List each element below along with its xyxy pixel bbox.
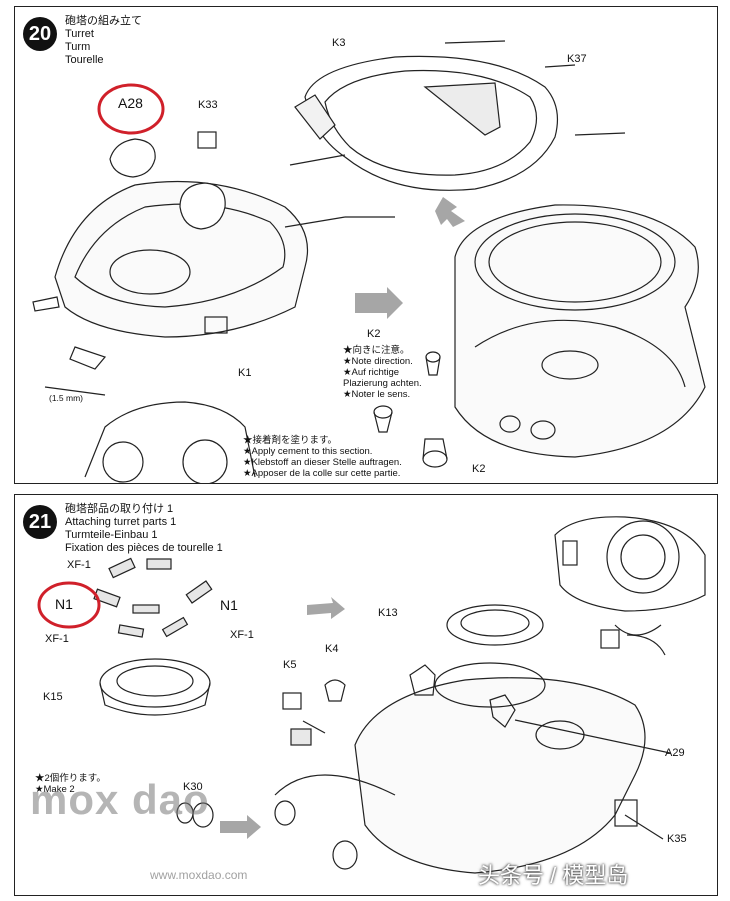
step-title-ja: 砲塔の組み立て: [65, 15, 142, 27]
inset-detail-view: [554, 516, 706, 656]
arrow-down: [435, 197, 465, 227]
paint-label-xf1-top: XF-1: [67, 559, 91, 571]
highlight-circle-a28: [97, 83, 165, 135]
part-label-a29: A29: [665, 747, 685, 759]
arrow-right: [355, 287, 403, 319]
k30-parts: [176, 774, 396, 870]
step-title-en: Attaching turret parts 1: [65, 516, 177, 528]
arrow-right-top: [307, 597, 345, 619]
step-title-en: Turret: [65, 28, 94, 40]
step-20-panel: 20 砲塔の組み立て Turret Turm Tourelle: [14, 6, 718, 484]
note-apply-cement: ★接着剤を塗ります。 ★Apply cement to this section…: [243, 435, 402, 479]
step-21-panel: 21 砲塔部品の取り付け 1 Attaching turret parts 1 …: [14, 494, 718, 896]
step-title-ja: 砲塔部品の取り付け 1: [65, 503, 174, 515]
part-label-k30: K30: [183, 781, 203, 793]
part-label-a28: A28: [118, 95, 143, 111]
paint-label-xf1-left: XF-1: [45, 633, 69, 645]
step-title-fr: Tourelle: [65, 54, 104, 66]
part-label-k2-bottom: K2: [472, 463, 486, 475]
part-label-k3: K3: [332, 37, 346, 49]
turret-assembled-right: [454, 204, 706, 458]
step-number-badge: 21: [23, 505, 57, 539]
step-title-fr: Fixation des pièces de tourelle 1: [65, 542, 223, 554]
periscope-parts: [93, 557, 213, 638]
part-label-k37: K37: [567, 53, 587, 65]
step-21-arrows: [220, 597, 345, 839]
note-make-2: ★2個作ります。 ★Make 2: [35, 773, 106, 795]
k4-k5-parts: [282, 679, 346, 746]
part-label-k2-top: K2: [367, 328, 381, 340]
k15-ring: [99, 658, 211, 716]
part-label-k35: K35: [667, 833, 687, 845]
watermark-credit: 头条号 / 模型岛: [478, 863, 629, 888]
step-title-block: 砲塔の組み立て Turret Turm Tourelle: [65, 15, 142, 67]
note-direction: ★向きに注意。 ★Note direction. ★Auf richtige P…: [343, 345, 422, 400]
part-label-n1-right: N1: [220, 597, 238, 613]
part-label-k13: K13: [378, 607, 398, 619]
step-21-drawing: [37, 516, 706, 874]
step-title-de: Turmteile-Einbau 1: [65, 529, 158, 541]
step-title-block: 砲塔部品の取り付け 1 Attaching turret parts 1 Tur…: [65, 503, 223, 555]
turret-detail-view: [44, 386, 256, 483]
paint-label-xf1-right: XF-1: [230, 629, 254, 641]
turret-main-view: [354, 604, 671, 874]
part-label-k1: K1: [238, 367, 252, 379]
part-label-k4: K4: [325, 643, 339, 655]
part-label-k15: K15: [43, 691, 63, 703]
watermark-brand-logo: mox dao: [30, 776, 210, 823]
part-label-k5: K5: [283, 659, 297, 671]
part-label-n1-left: N1: [55, 596, 73, 612]
turret-top-part: [289, 40, 626, 191]
step-title-de: Turm: [65, 41, 91, 53]
arrow-right-bottom: [220, 815, 261, 839]
turret-body-left: [32, 131, 395, 370]
step-number-badge: 20: [23, 17, 57, 51]
watermark-site: www.moxdao.com: [150, 868, 248, 882]
k2-parts: [373, 351, 448, 468]
drill-size-label: (1.5 mm): [49, 393, 83, 403]
part-label-k33: K33: [198, 99, 218, 111]
highlight-circle-n1: [37, 581, 101, 629]
step-20-drawing: [32, 40, 706, 483]
step-20-arrows: [355, 197, 465, 319]
